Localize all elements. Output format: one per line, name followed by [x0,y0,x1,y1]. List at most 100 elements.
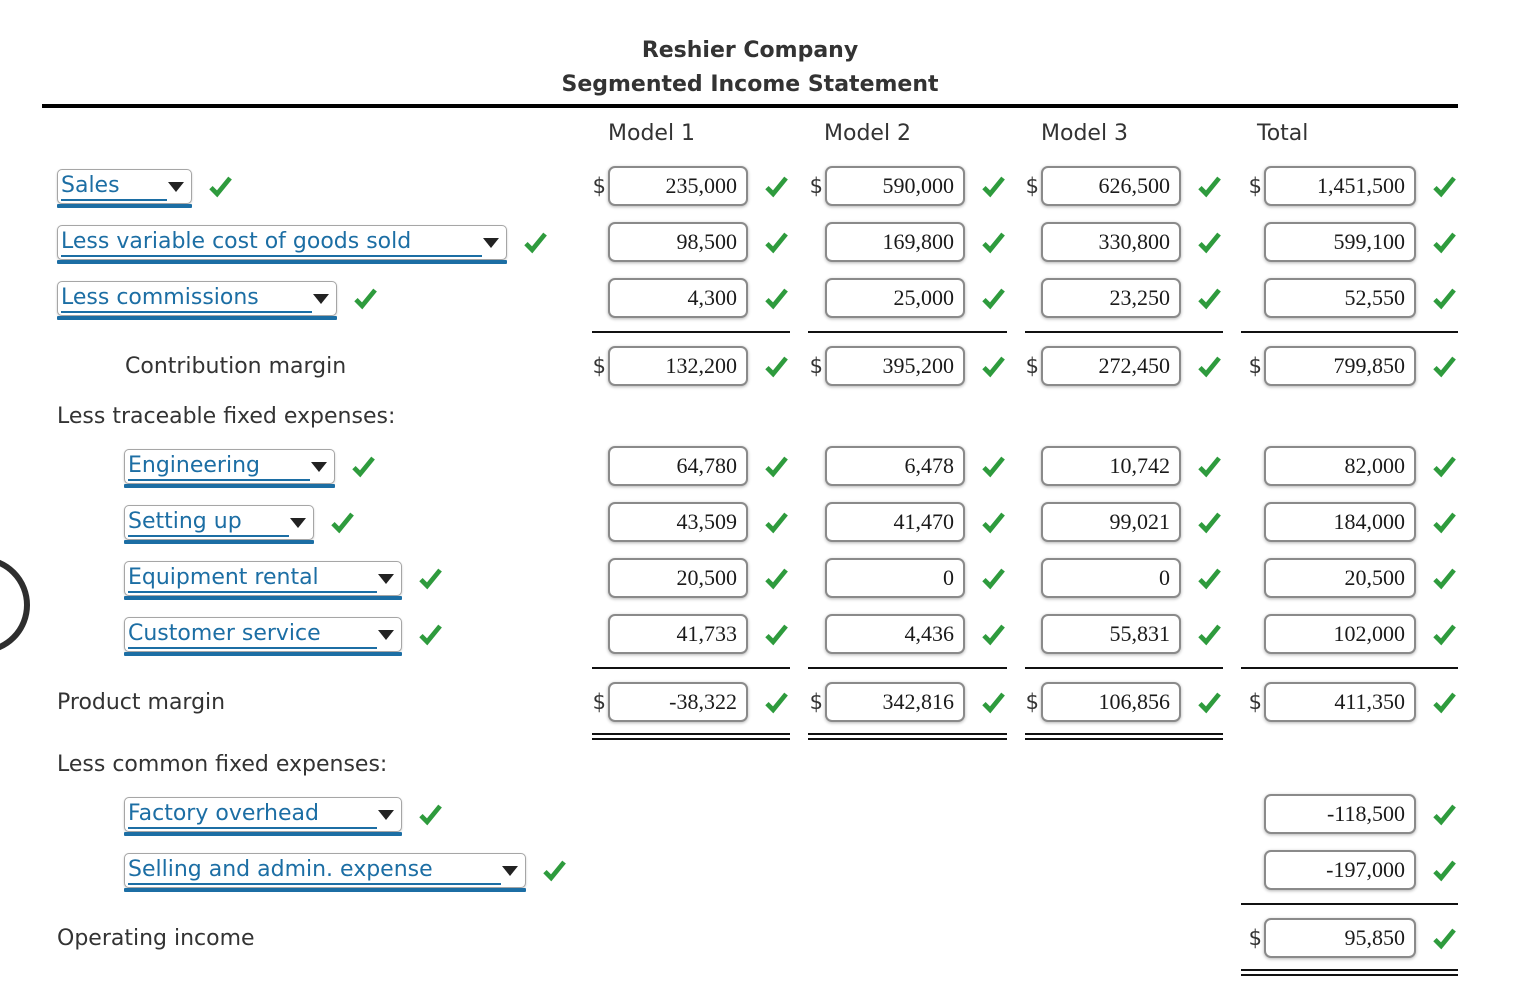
check-icon [1196,453,1223,480]
check-icon [980,353,1007,380]
check-icon [207,173,234,200]
header-rule [42,104,1458,108]
contribution-margin-model1-input[interactable] [608,346,748,386]
customer-service-label-select[interactable]: Customer service [124,616,402,656]
check-icon [1431,801,1458,828]
product-margin-model2-input[interactable] [825,682,965,722]
double-rule-row [42,966,1528,978]
check-icon [763,229,790,256]
check-icon [1431,453,1458,480]
equipment-rental-model3-input[interactable] [1041,558,1181,598]
factory-overhead-total-input[interactable] [1264,794,1416,834]
commissions-model1-input[interactable] [608,278,748,318]
equipment-rental-total-input[interactable] [1264,558,1416,598]
table-row-selling-admin: Selling and admin. expense [42,842,1528,898]
check-icon [417,801,444,828]
engineering-label-select[interactable]: Engineering [124,448,335,488]
engineering-model1-input[interactable] [608,446,748,486]
subtotal-rule-row [42,662,1528,674]
customer-service-total-input[interactable] [1264,614,1416,654]
variable-cogs-model1-input[interactable] [608,222,748,262]
check-icon [1196,173,1223,200]
dollar-sign: $ [592,174,606,198]
dollar-sign: $ [592,354,606,378]
equipment-rental-model1-input[interactable] [608,558,748,598]
engineering-model3-input[interactable] [1041,446,1181,486]
chevron-down-icon [290,517,306,528]
check-icon [763,353,790,380]
check-icon [1431,285,1458,312]
product-margin-total-input[interactable] [1264,682,1416,722]
check-icon [980,565,1007,592]
sales-model2-input[interactable] [825,166,965,206]
operating-income-total-input[interactable] [1264,918,1416,958]
section-header-row: Less traceable fixed expenses: [42,394,1528,438]
chevron-down-icon [168,181,184,192]
check-icon [1431,353,1458,380]
commissions-model3-input[interactable] [1041,278,1181,318]
contribution-margin-total-input[interactable] [1264,346,1416,386]
factory-overhead-label-select[interactable]: Factory overhead [124,796,402,836]
sales-model3-input[interactable] [1041,166,1181,206]
customer-service-model1-input[interactable] [608,614,748,654]
setting-up-model1-input[interactable] [608,502,748,542]
chevron-down-icon [483,237,499,248]
sales-model1-input[interactable] [608,166,748,206]
variable-cogs-label-select[interactable]: Less variable cost of goods sold [57,224,507,264]
commissions-total-input[interactable] [1264,278,1416,318]
contribution-margin-model2-input[interactable] [825,346,965,386]
selling-admin-label-select[interactable]: Selling and admin. expense [124,852,526,892]
check-icon [417,565,444,592]
chevron-down-icon [378,809,394,820]
chevron-down-icon [313,293,329,304]
section-header-row: Less common fixed expenses: [42,742,1528,786]
check-icon [1196,353,1223,380]
sales-total-input[interactable] [1264,166,1416,206]
check-icon [1431,173,1458,200]
engineering-total-input[interactable] [1264,446,1416,486]
setting-up-label-select[interactable]: Setting up [124,504,314,544]
dollar-sign: $ [1248,926,1262,950]
check-icon [1431,689,1458,716]
product-margin-model3-input[interactable] [1041,682,1181,722]
check-icon [763,565,790,592]
setting-up-label-select-value: Setting up [128,508,289,537]
variable-cogs-model3-input[interactable] [1041,222,1181,262]
setting-up-model3-input[interactable] [1041,502,1181,542]
equipment-rental-model2-input[interactable] [825,558,965,598]
check-icon [350,453,377,480]
contribution-margin-label: Contribution margin [125,353,347,379]
contribution-margin-model3-input[interactable] [1041,346,1181,386]
dollar-sign: $ [1248,354,1262,378]
check-icon [763,621,790,648]
setting-up-total-input[interactable] [1264,502,1416,542]
check-icon [1431,229,1458,256]
table-row-equipment-rental: Equipment rental [42,550,1528,606]
statement-header: Reshier Company Segmented Income Stateme… [42,0,1458,102]
variable-cogs-model2-input[interactable] [825,222,965,262]
statement-title: Segmented Income Statement [561,72,939,97]
commissions-label-select[interactable]: Less commissions [57,280,337,320]
table-row-operating-income: Operating income $ [42,910,1528,966]
commissions-model2-input[interactable] [825,278,965,318]
customer-service-model3-input[interactable] [1041,614,1181,654]
dollar-sign: $ [809,354,823,378]
chevron-down-icon [311,461,327,472]
check-icon [352,285,379,312]
product-margin-model1-input[interactable] [608,682,748,722]
subtotal-rule-row [42,326,1528,338]
check-icon [1196,565,1223,592]
equipment-rental-label-select[interactable]: Equipment rental [124,560,402,600]
setting-up-model2-input[interactable] [825,502,965,542]
check-icon [763,173,790,200]
variable-cogs-total-input[interactable] [1264,222,1416,262]
engineering-model2-input[interactable] [825,446,965,486]
column-header-row: Model 1 Model 2 Model 3 Total [42,108,1528,158]
customer-service-model2-input[interactable] [825,614,965,654]
sales-label-select[interactable]: Sales [57,168,192,208]
column-header-total: Total [1257,120,1309,146]
check-icon [417,621,444,648]
check-icon [763,285,790,312]
selling-admin-total-input[interactable] [1264,850,1416,890]
